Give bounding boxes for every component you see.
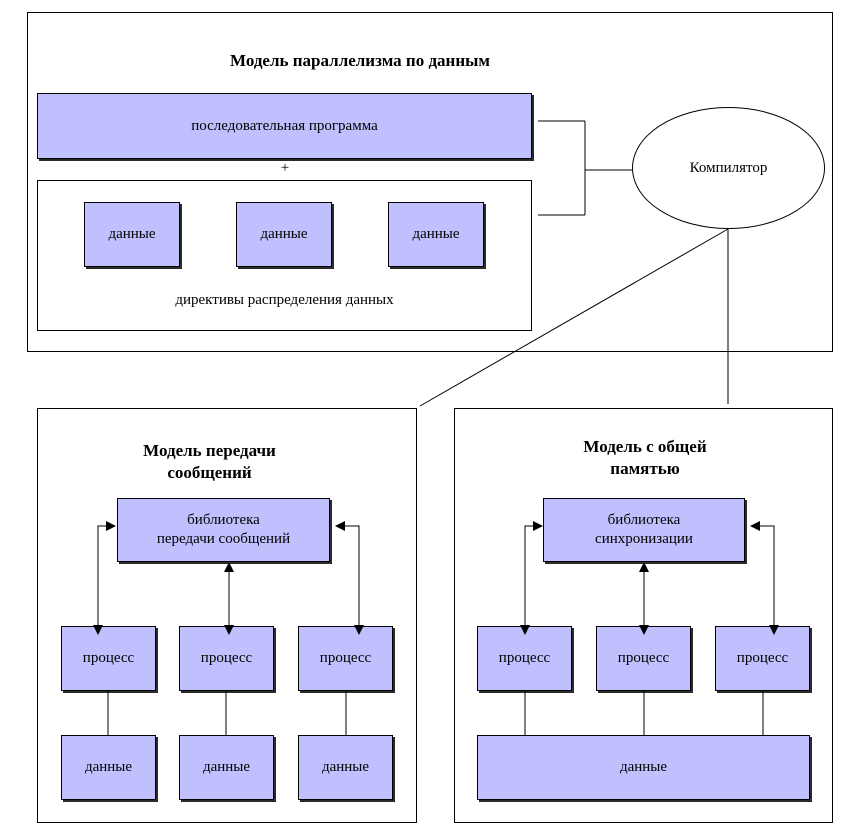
compiler-ellipse: Компилятор xyxy=(632,107,825,229)
mp-data-box-1: данные xyxy=(61,735,156,800)
shared-data-box: данные xyxy=(477,735,810,800)
mp-arrow-3 xyxy=(335,521,364,635)
message-passing-title-line2: сообщений xyxy=(167,463,252,482)
mp-process-box-2: процесс xyxy=(179,626,274,691)
compiler-to-message-passing xyxy=(419,228,729,407)
data-parallel-model-title: Модель параллелизма по данным xyxy=(230,51,490,70)
sync-library-line1: библиотека xyxy=(607,512,681,528)
plus-sign: + xyxy=(280,160,290,176)
shared-memory-title-line2: памятью xyxy=(610,459,680,478)
mp-data-box-3: данные xyxy=(298,735,393,800)
message-passing-library-line1: библиотека xyxy=(187,512,260,528)
mp-process-box-3: процесс xyxy=(298,626,393,691)
sm-arrow-3 xyxy=(750,521,779,635)
sync-library-box: библиотека синхронизации xyxy=(543,498,745,562)
sm-process-box-1: процесс xyxy=(477,626,572,691)
message-passing-library-box: библиотека передачи сообщений xyxy=(117,498,330,562)
mp-process-box-1: процесс xyxy=(61,626,156,691)
shared-memory-title-line1: Модель с общей xyxy=(583,437,707,456)
sync-library-line2: синхронизации xyxy=(595,531,693,547)
sm-arrow-1 xyxy=(520,521,543,635)
mp-data-box-2: данные xyxy=(179,735,274,800)
data-directives-label: директивы распределения данных xyxy=(175,292,394,308)
sm-process-box-3: процесс xyxy=(715,626,810,691)
mp-arrow-1 xyxy=(93,521,116,635)
message-passing-title-line1: Модель передачи xyxy=(143,441,276,460)
sequential-program-box: последовательная программа xyxy=(37,93,532,159)
sm-process-box-2: процесс xyxy=(596,626,691,691)
message-passing-library-line2: передачи сообщений xyxy=(156,531,291,547)
data-box-3: данные xyxy=(388,202,484,267)
data-box-1: данные xyxy=(84,202,180,267)
data-box-2: данные xyxy=(236,202,332,267)
